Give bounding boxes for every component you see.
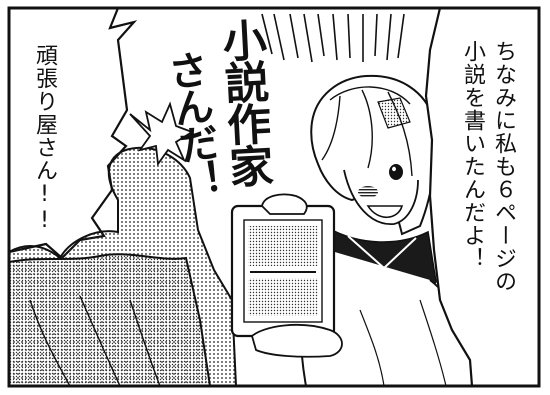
speech-bubble-left — [9, 8, 138, 260]
speed-lines — [261, 13, 405, 63]
speech-text-left: 頑張り屋さん!! — [32, 44, 57, 234]
speech-bubble-right — [424, 8, 539, 386]
shout-text-line1: 小説作家 — [213, 16, 274, 188]
character-girl — [300, 74, 482, 386]
impact-mark — [129, 101, 195, 167]
foreground-character-back — [9, 146, 238, 386]
speech-text-right-line1: ちなみに私も６ページの — [491, 40, 516, 293]
speech-text-right-line2: 小説を書いたんだよ！ — [460, 40, 485, 270]
tablet-device — [230, 193, 343, 358]
